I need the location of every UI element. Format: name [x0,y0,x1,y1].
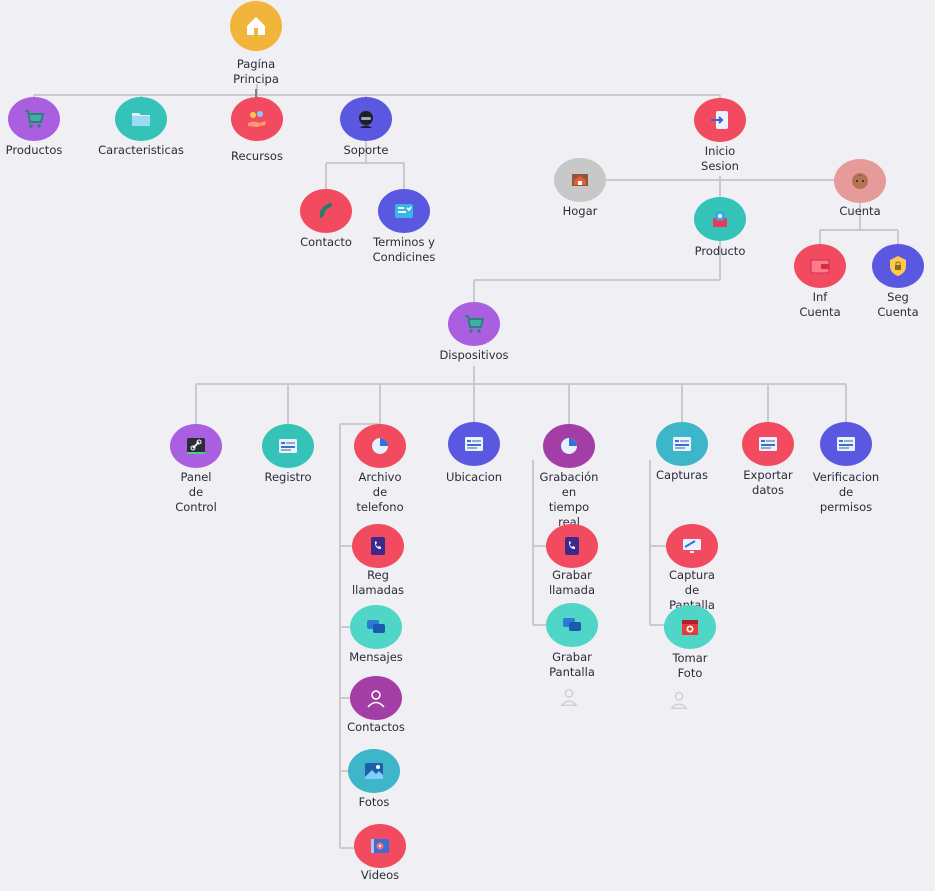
folder-icon [129,107,153,131]
house-photo-icon [568,168,592,192]
node-label: Contactos [347,720,405,734]
node-circle[interactable] [820,422,872,466]
node-label: Producto [694,244,746,258]
chat-icon [560,613,584,637]
box-icon [708,207,732,231]
image-icon [362,759,386,783]
node-circle[interactable] [834,159,886,203]
node-circle[interactable] [350,605,402,649]
person-icon [364,686,388,710]
node-circle[interactable] [656,422,708,466]
wallet-icon [808,254,832,278]
user-face-icon [848,169,872,193]
node-circle[interactable] [694,197,746,241]
node-circle[interactable] [262,424,314,468]
node-label: Videos [360,868,400,882]
link-icon [184,434,208,458]
node-circle[interactable] [115,97,167,141]
node-circle[interactable] [230,1,282,51]
node-circle[interactable] [352,524,404,568]
house-icon [244,14,268,38]
node-label: Hogar [562,204,598,218]
camera-icon [678,615,702,639]
node-label: Inicio Sesion [701,144,739,173]
node-label: Exportar datos [743,468,793,497]
node-circle[interactable] [664,605,716,649]
node-label: Pagína Principa l [233,57,279,101]
list-card-icon [462,432,486,456]
node-circle[interactable] [354,824,406,868]
pie-icon [557,434,581,458]
node-circle[interactable] [170,424,222,468]
node-label: Fotos [358,795,390,809]
node-circle[interactable] [354,424,406,468]
node-circle[interactable] [543,424,595,468]
node-circle[interactable] [231,97,283,141]
node-label: Dispositivos [439,348,509,362]
node-circle[interactable] [340,97,392,141]
chat-icon [364,615,388,639]
node-circle[interactable] [300,189,352,233]
placeholder-person-icon [668,689,690,711]
node-label: Verificacion de permisos [812,470,880,514]
shield-lock-icon [886,254,910,278]
node-label: Registro [264,470,312,484]
node-circle[interactable] [448,302,500,346]
monitor-icon [680,534,704,558]
node-label: Grabación en tiempo real [539,470,599,529]
node-circle[interactable] [8,97,60,141]
list-card-icon [756,432,780,456]
node-circle[interactable] [350,676,402,720]
list-card-icon [834,432,858,456]
document-icon [392,199,416,223]
node-circle[interactable] [448,422,500,466]
cart-icon [22,107,46,131]
node-label: Soporte [343,143,389,157]
list-card-icon [670,432,694,456]
node-circle[interactable] [666,524,718,568]
node-label: Grabar Pantalla [549,650,595,679]
placeholder-person-icon [558,686,580,708]
phonebook-icon [560,534,584,558]
node-circle[interactable] [872,244,924,288]
phonebook-icon [366,534,390,558]
node-label: Reg llamadas [351,568,405,597]
node-circle[interactable] [742,422,794,466]
node-circle[interactable] [546,524,598,568]
node-label: Capturas [656,468,708,482]
node-label: Terminos y Condicines [372,235,436,264]
list-card-icon [276,434,300,458]
node-label: Grabar llamada [548,568,596,597]
node-label: Ubicacion [445,470,503,484]
node-label: Caracteristicas [98,143,184,157]
node-label: Mensajes [349,650,403,664]
node-label: Inf Cuenta [799,290,841,319]
phone-icon [314,199,338,223]
support-agent-icon [354,107,378,131]
node-label: Cuenta [839,204,881,218]
node-circle[interactable] [546,603,598,647]
pie-icon [368,434,392,458]
cart-icon [462,312,486,336]
node-label: Contacto [300,235,352,249]
node-label: Panel de Control [175,470,217,514]
login-icon [708,108,732,132]
node-circle[interactable] [794,244,846,288]
node-label: Archivo de telefono [356,470,404,514]
node-label: Tomar Foto [672,651,708,680]
node-label: Productos [5,143,63,157]
node-circle[interactable] [554,158,606,202]
node-circle[interactable] [694,98,746,142]
video-icon [368,834,392,858]
hand-coins-icon [245,107,269,131]
node-label: Seg Cuenta [877,290,919,319]
node-label: Recursos [231,149,283,163]
node-circle[interactable] [378,189,430,233]
node-circle[interactable] [348,749,400,793]
